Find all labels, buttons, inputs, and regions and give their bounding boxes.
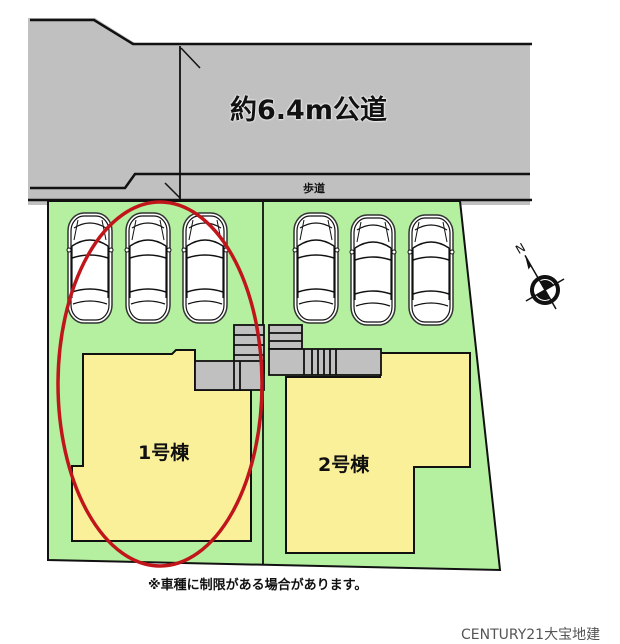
sidewalk-label: 歩道 <box>303 182 325 195</box>
car-icon <box>292 212 340 324</box>
car-icon <box>124 212 172 324</box>
vehicle-restriction-note: ※車種に制限がある場合があります。 <box>148 578 368 593</box>
car-icon <box>349 214 397 326</box>
car-icon <box>407 214 455 326</box>
building-1-label: 1号棟 <box>138 442 190 464</box>
brand-watermark: CENTURY21大宝地建 <box>461 627 601 643</box>
building-2-label: 2号棟 <box>318 454 370 476</box>
lot-1-highlight-ellipse <box>56 200 264 568</box>
entrance-steps <box>194 324 382 391</box>
road-width-label: 約6.4m公道 <box>230 95 387 126</box>
north-arrow-icon: N <box>513 240 565 310</box>
svg-text:N: N <box>513 240 528 257</box>
car-icon <box>181 212 229 324</box>
